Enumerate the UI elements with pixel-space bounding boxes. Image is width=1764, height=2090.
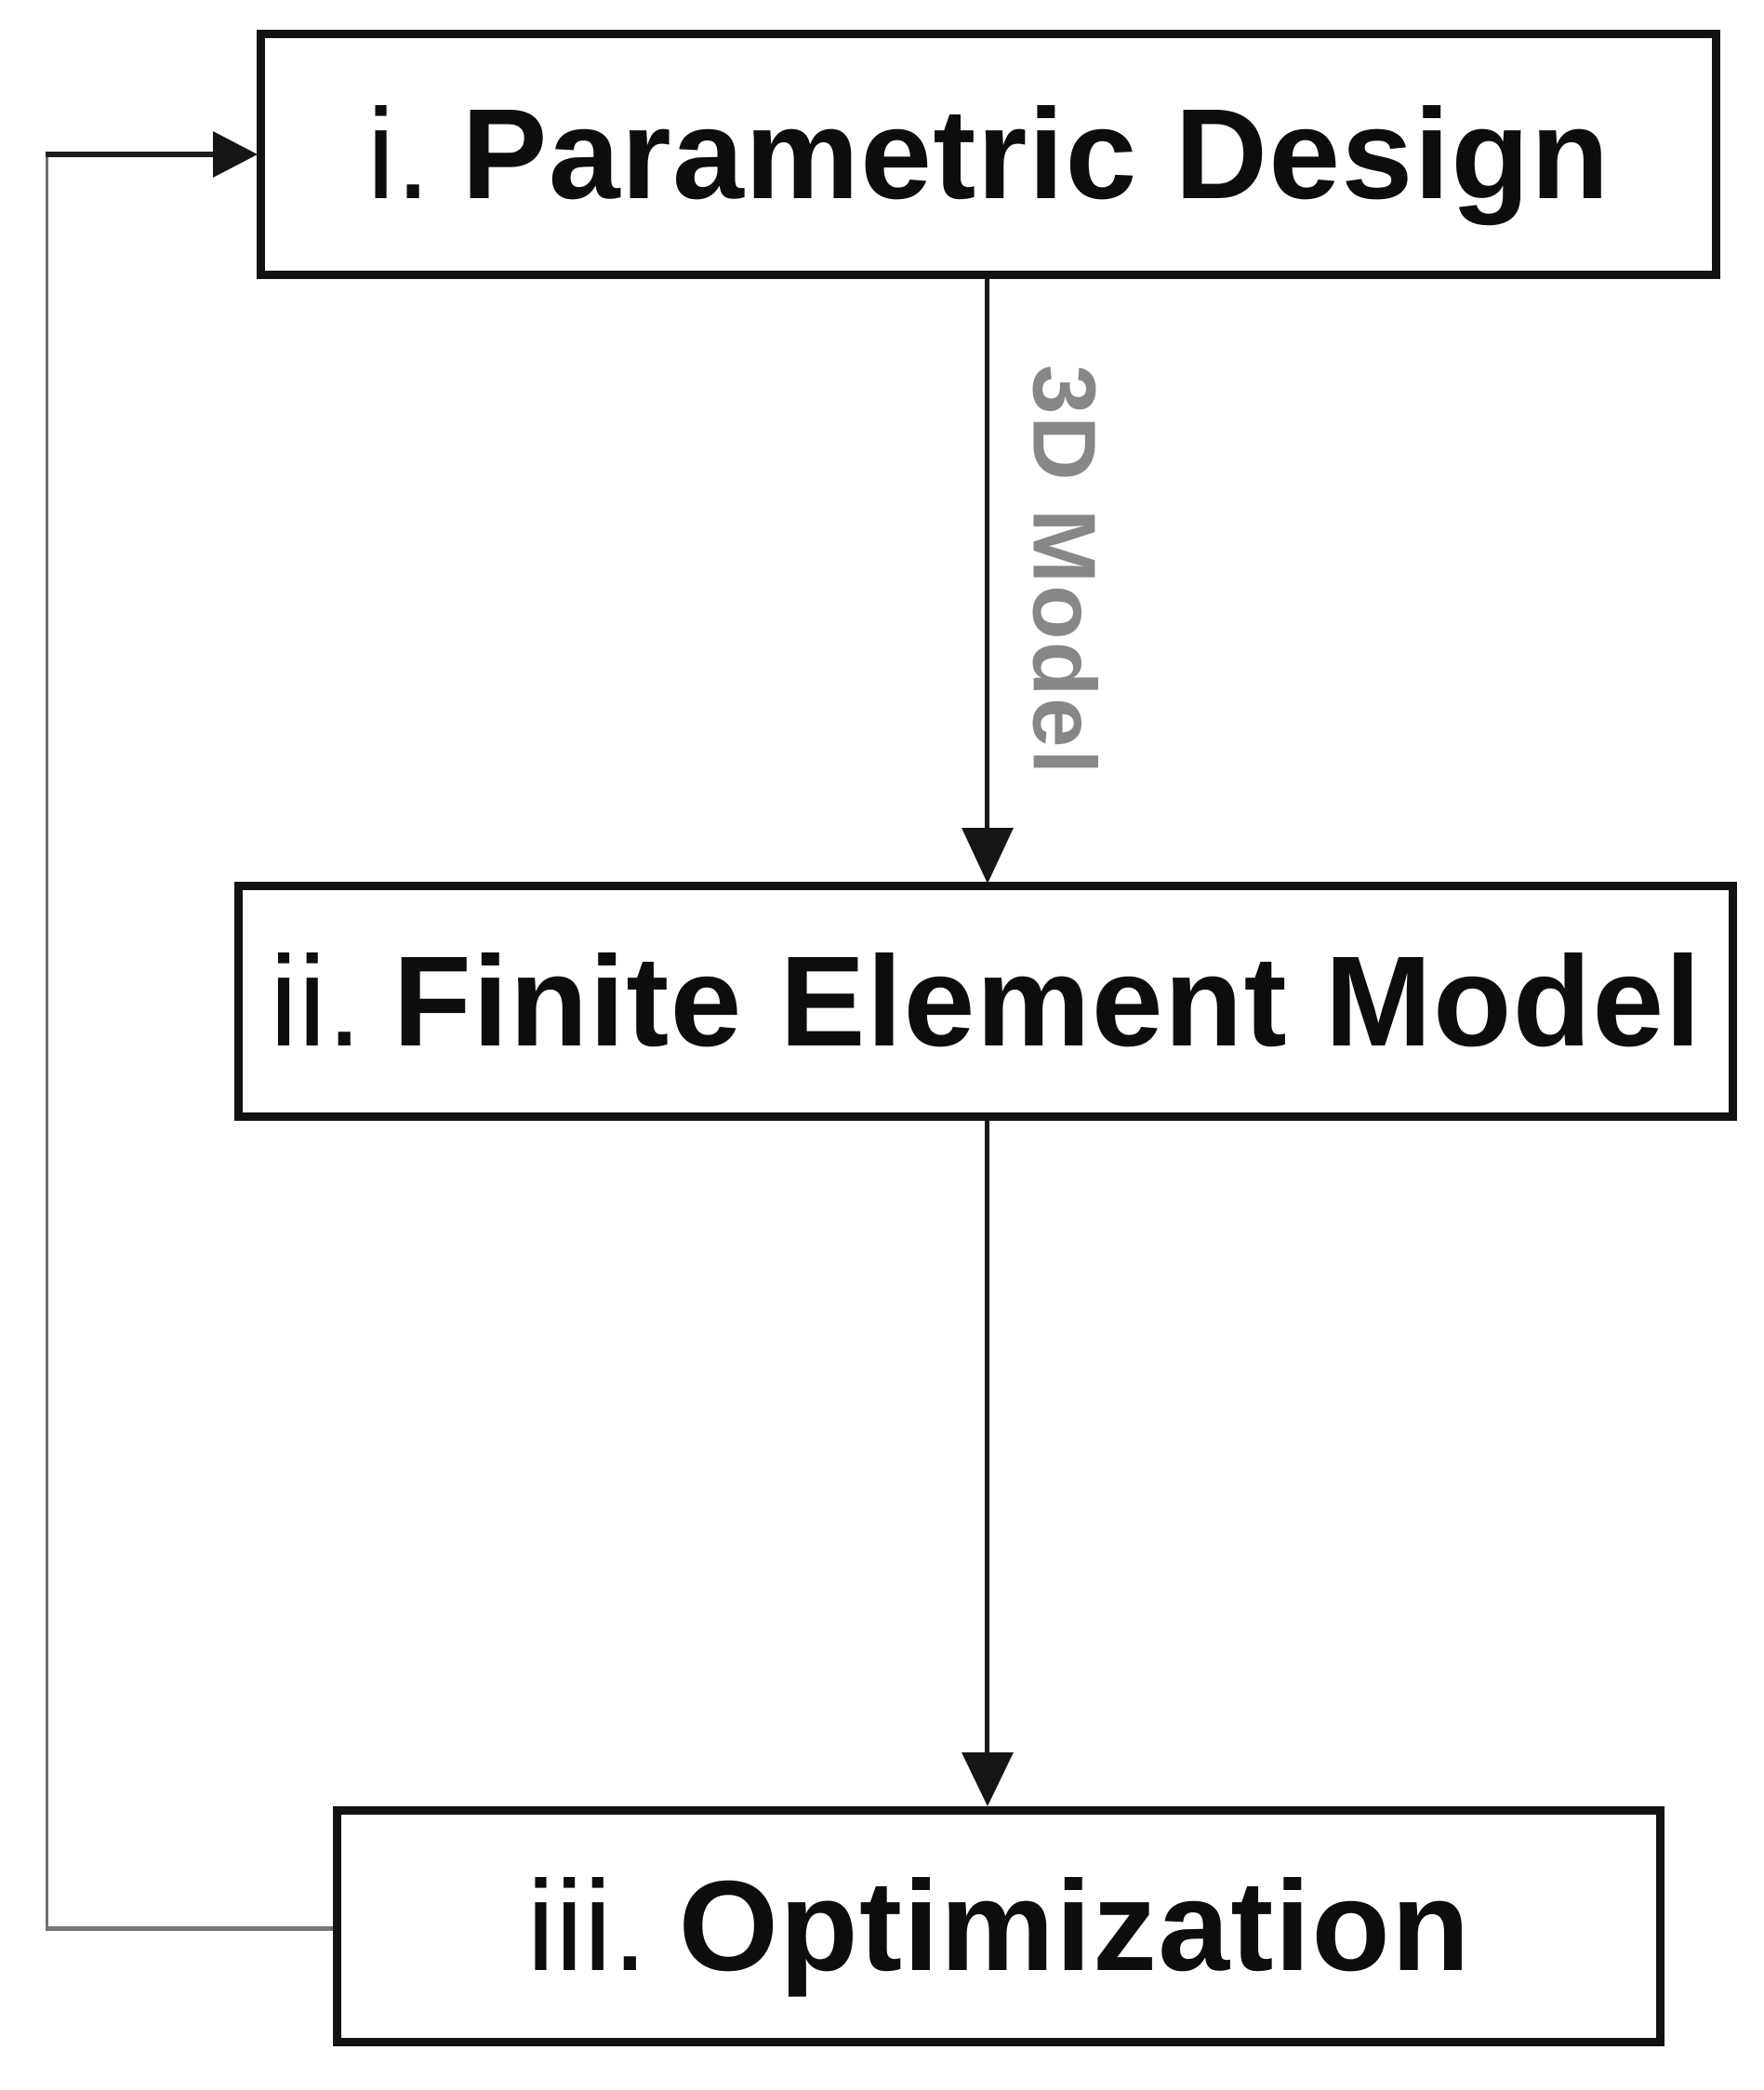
connector-fem-to-optimization <box>985 1121 989 1767</box>
node-label: Finite Element Model <box>392 929 1703 1073</box>
edge-label-3d-model: 3D Model <box>1014 365 1114 777</box>
feedback-line-bottom <box>46 1926 336 1931</box>
node-label: Optimization <box>678 1855 1471 1998</box>
feedback-line-vertical <box>46 152 48 1931</box>
node-prefix: iii. <box>526 1855 648 1998</box>
down-arrowhead-icon <box>962 828 1014 884</box>
node-prefix: i. <box>366 83 431 226</box>
node-parametric-design: i. Parametric Design <box>257 30 1720 279</box>
connector-design-to-fem <box>985 279 989 837</box>
feedback-arrowhead-icon <box>213 131 258 178</box>
node-optimization: iii. Optimization <box>333 1806 1665 2046</box>
node-prefix: ii. <box>269 929 363 1073</box>
node-label: Parametric Design <box>461 83 1611 226</box>
feedback-line-top <box>46 152 216 157</box>
node-finite-element-model: ii. Finite Element Model <box>234 882 1737 1121</box>
down-arrowhead-icon <box>962 1752 1014 1806</box>
